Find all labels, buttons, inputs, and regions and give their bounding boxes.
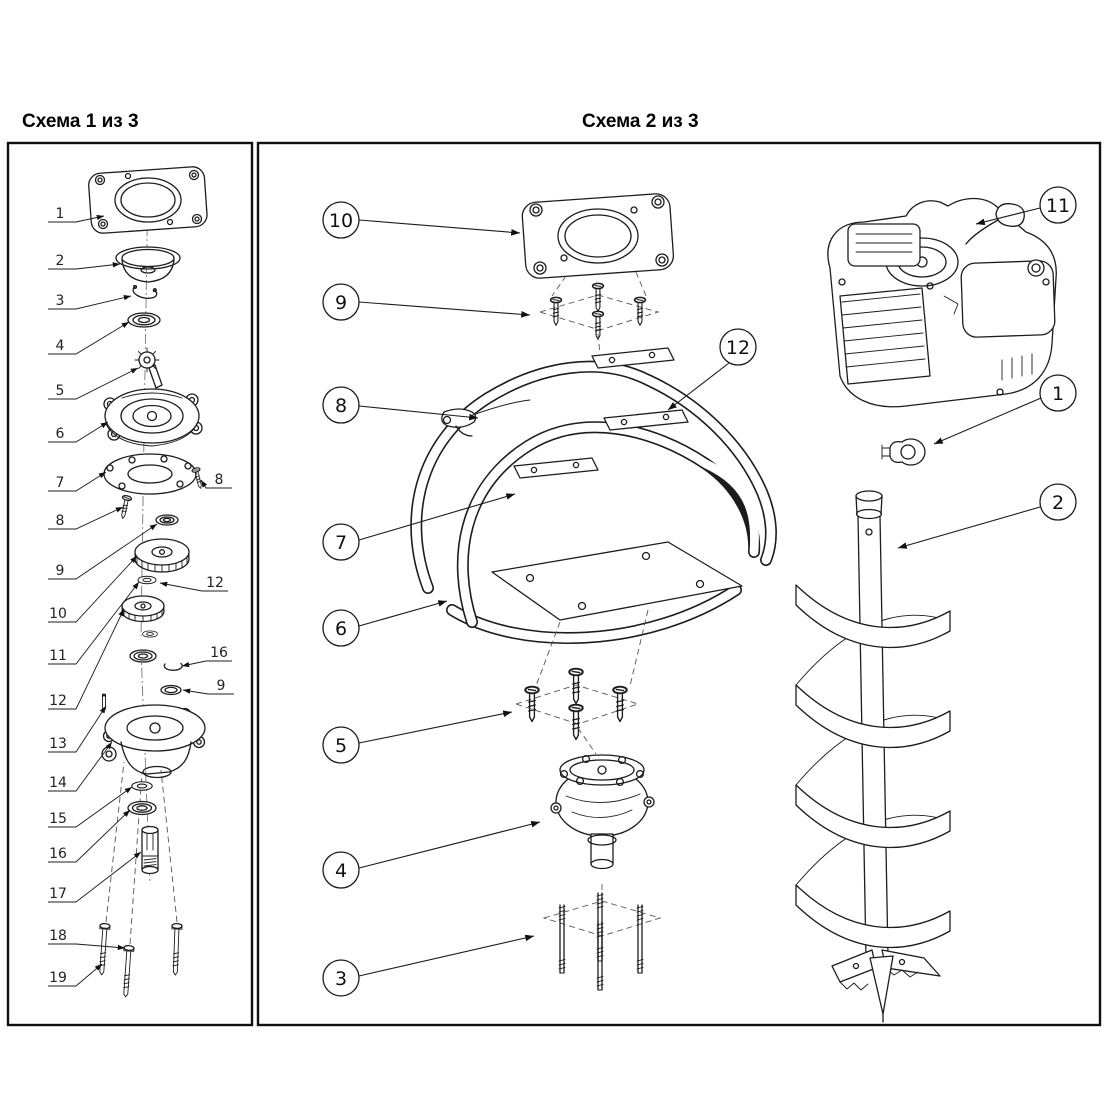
mount-strips-drawing (513, 347, 689, 479)
part-circlip (132, 284, 158, 299)
callout-label-6: 6 (335, 618, 347, 640)
part-gasket (103, 453, 197, 495)
part-label-15: 15 (49, 811, 67, 827)
callout-label-2: 2 (1052, 492, 1064, 514)
callout-label-8: 8 (335, 395, 347, 417)
part-label-3: 3 (56, 293, 65, 309)
part-label-10: 10 (49, 606, 67, 622)
part-screw-a (117, 494, 133, 521)
part-circlip-right (163, 662, 183, 671)
flange-plate-drawing (521, 193, 675, 279)
part-upper-housing (103, 388, 203, 447)
auger-drawing (795, 490, 951, 1023)
callout-circle-5 (322, 726, 360, 764)
callout-circle-8 (322, 386, 360, 424)
part-flange-plate (88, 166, 208, 234)
part-bearing-right (160, 684, 182, 696)
part-label-5: 5 (56, 383, 65, 399)
part-label-6: 6 (56, 426, 65, 442)
part-label-11: 11 (49, 648, 67, 664)
callout-label-9: 9 (335, 292, 347, 314)
part-label-8: 8 (56, 513, 65, 529)
callout-label-4: 4 (335, 860, 347, 882)
callout-circle-11 (1039, 186, 1077, 224)
panel2-drawing (410, 193, 1057, 1023)
part-label-12: 12 (49, 693, 67, 709)
callout-label-12: 12 (726, 337, 750, 359)
frame-base-plate (491, 541, 743, 621)
clamp-drawing (881, 438, 926, 466)
panel2-frame (256, 141, 1102, 1027)
part-washer-a (137, 575, 157, 585)
part-output-shaft (141, 825, 159, 875)
part-label-13: 13 (49, 736, 67, 752)
screws-9-drawing (538, 271, 660, 355)
part-washer-b (142, 630, 158, 638)
part-label-7: 7 (56, 475, 65, 491)
frame-drawing (410, 360, 777, 645)
part-clutch-drum (115, 246, 181, 283)
callout-circle-1 (1039, 374, 1077, 412)
callout-circle-4 (322, 851, 360, 889)
callout-label-11: 11 (1046, 195, 1070, 217)
part-label-9b: 9 (217, 678, 226, 694)
part-label-16b: 16 (210, 645, 228, 661)
panel1-drawing (88, 166, 208, 998)
part-gear-large (134, 538, 190, 573)
part-label-1: 1 (56, 206, 65, 222)
part-bearing-bottom (127, 800, 157, 816)
part-label-8b: 8 (215, 472, 224, 488)
callout-circle-2 (1039, 483, 1077, 521)
part-label-14: 14 (49, 775, 67, 791)
part-washer-c (131, 781, 153, 791)
part-label-2: 2 (56, 253, 65, 269)
part-bolt-b (119, 944, 135, 998)
part-label-19: 19 (49, 970, 67, 986)
callout-circle-3 (322, 959, 360, 997)
callout-label-5: 5 (335, 735, 347, 757)
callout-label-10: 10 (329, 210, 353, 232)
panel1-title: Схема 1 из 3 (22, 111, 139, 132)
panel1-labels-left: 1 2 3 4 5 6 7 8 9 10 11 12 13 14 15 16 1… (48, 206, 158, 987)
callout-circle-6 (322, 609, 360, 647)
panel1-frame (6, 141, 254, 1027)
panel2-callouts: 10 9 8 7 6 5 4 3 12 11 1 2 (322, 186, 1077, 997)
callout-label-7: 7 (335, 532, 347, 554)
panel1-labels-right: 8 12 16 9 (159, 472, 234, 695)
part-pinion-shaft (134, 347, 163, 389)
studs-3-drawing (542, 884, 662, 991)
part-lower-housing (101, 704, 206, 779)
part-bolt-c (169, 922, 183, 976)
callout-circle-12 (719, 328, 757, 366)
callout-label-1: 1 (1052, 383, 1064, 405)
part-bearing-mid (129, 649, 157, 663)
part-label-18: 18 (49, 928, 67, 944)
part-label-16: 16 (49, 846, 67, 862)
part-label-9: 9 (56, 563, 65, 579)
callout-label-3: 3 (335, 968, 347, 990)
part-bearing-top (127, 312, 161, 328)
panel2-title: Схема 2 из 3 (582, 111, 699, 132)
screws-5-drawing (514, 609, 649, 755)
part-label-17: 17 (49, 886, 67, 902)
part-gear-small (121, 595, 165, 623)
callout-circle-7 (322, 523, 360, 561)
engine-drawing (827, 197, 1057, 408)
part-label-12b: 12 (206, 575, 224, 591)
part-bearing-small (155, 514, 179, 526)
gearbox-drawing (550, 754, 655, 870)
part-label-4: 4 (56, 338, 65, 354)
